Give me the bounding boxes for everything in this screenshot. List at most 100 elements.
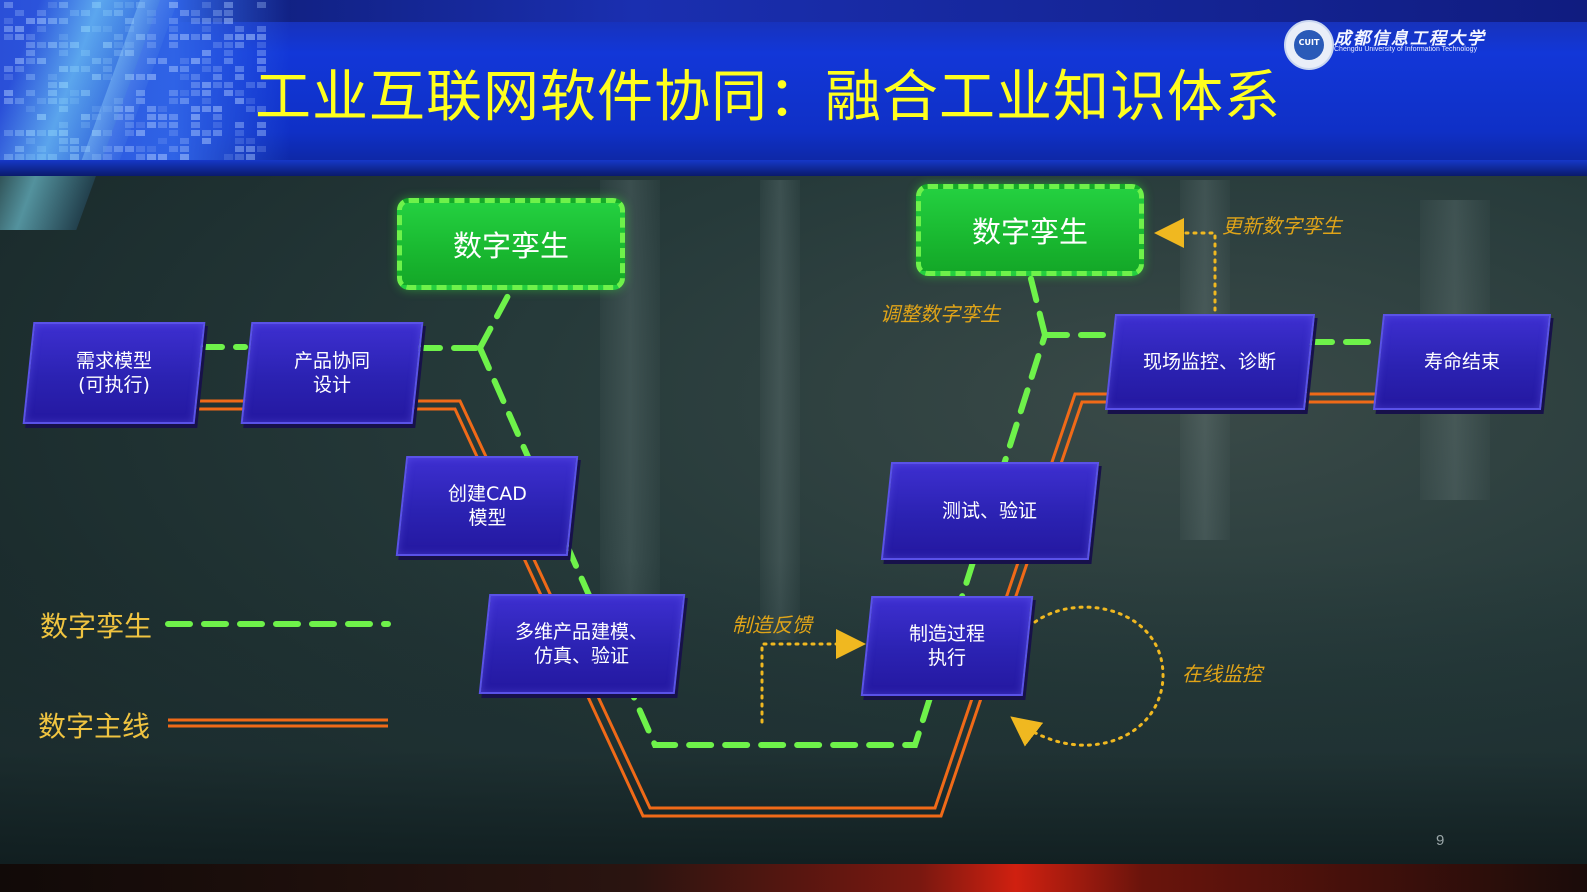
mosaic-cell <box>169 98 178 104</box>
mosaic-cell <box>103 146 112 152</box>
mosaic-cell <box>169 26 178 32</box>
annotation-mfg-feedback: 制造反馈 <box>732 613 812 637</box>
mosaic-cell <box>235 74 244 80</box>
mosaic-cell <box>202 98 211 104</box>
mosaic-cell <box>224 82 233 88</box>
page-number: 9 <box>1436 832 1445 849</box>
mosaic-cell <box>180 34 189 40</box>
header-bottom-strip <box>0 160 1587 176</box>
mosaic-cell <box>202 82 211 88</box>
mosaic-cell <box>147 58 156 64</box>
node-label: 多维产品建模、 仿真、验证 <box>515 621 649 667</box>
mosaic-cell <box>125 114 134 120</box>
mosaic-cell <box>213 82 222 88</box>
mosaic-cell <box>125 146 134 152</box>
mosaic-cell <box>224 2 233 8</box>
mosaic-cell <box>15 34 24 40</box>
mosaic-cell <box>136 130 145 136</box>
mosaic-cell <box>246 138 255 144</box>
mosaic-cell <box>136 74 145 80</box>
mosaic-cell <box>257 42 266 48</box>
mosaic-cell <box>180 58 189 64</box>
digital-twin-box-left: 数字孪生 <box>397 198 625 290</box>
mosaic-cell <box>158 122 167 128</box>
mosaic-cell <box>169 122 178 128</box>
school-name-en: Chengdu University of Information Techno… <box>1334 46 1478 53</box>
mosaic-cell <box>191 34 200 40</box>
mosaic-cell <box>136 90 145 96</box>
node-requirements-model: 需求模型 (可执行) <box>22 322 206 424</box>
mosaic-cell <box>147 42 156 48</box>
mosaic-cell <box>158 58 167 64</box>
mosaic-cell <box>235 138 244 144</box>
mosaic-cell <box>202 2 211 8</box>
mosaic-cell <box>191 74 200 80</box>
mosaic-cell <box>235 146 244 152</box>
mosaic-cell <box>191 18 200 24</box>
mosaic-cell <box>147 122 156 128</box>
mosaic-cell <box>136 98 145 104</box>
mosaic-cell <box>224 90 233 96</box>
header-banner: 工业互联网软件协同：融合工业知识体系 CUIT 成都信息工程大学 Chengdu… <box>0 0 1587 230</box>
mosaic-cell <box>224 58 233 64</box>
mosaic-cell <box>180 10 189 16</box>
mosaic-cell <box>4 26 13 32</box>
mosaic-cell <box>4 34 13 40</box>
annotation-update-twin: 更新数字孪生 <box>1222 214 1342 238</box>
mosaic-cell <box>191 122 200 128</box>
mosaic-cell <box>235 154 244 160</box>
mosaic-cell <box>15 26 24 32</box>
mosaic-cell <box>246 34 255 40</box>
logo-seal <box>1294 30 1324 60</box>
mosaic-cell <box>235 90 244 96</box>
mosaic-cell <box>202 66 211 72</box>
mosaic-cell <box>213 10 222 16</box>
mosaic-cell <box>136 154 145 160</box>
mosaic-cell <box>191 130 200 136</box>
mosaic-cell <box>257 2 266 8</box>
annotation-adjust-twin: 调整数字孪生 <box>880 302 1000 326</box>
university-logo: CUIT <box>1284 20 1334 70</box>
mosaic-cell <box>4 74 13 80</box>
node-end-of-life: 寿命结束 <box>1372 314 1552 410</box>
node-label: 产品协同 设计 <box>293 350 370 396</box>
legend-digital-thread-label: 数字主线 <box>38 710 151 743</box>
annotation-online-monitor: 在线监控 <box>1182 662 1262 686</box>
mosaic-cell <box>169 42 178 48</box>
node-manufacturing-execution: 制造过程 执行 <box>860 596 1034 696</box>
mosaic-cell <box>224 34 233 40</box>
digital-twin-label: 数字孪生 <box>971 215 1088 249</box>
mosaic-cell <box>125 106 134 112</box>
mosaic-cell <box>202 50 211 56</box>
mosaic-cell <box>180 138 189 144</box>
mosaic-cell <box>257 34 266 40</box>
mosaic-cell <box>158 138 167 144</box>
mosaic-cell <box>213 122 222 128</box>
mosaic-cell <box>213 130 222 136</box>
mosaic-cell <box>147 34 156 40</box>
mosaic-cell <box>114 146 123 152</box>
mosaic-cell <box>235 130 244 136</box>
mosaic-cell <box>125 122 134 128</box>
mosaic-cell <box>202 34 211 40</box>
mosaic-cell <box>257 130 266 136</box>
mosaic-cell <box>147 154 156 160</box>
mosaic-cell <box>191 90 200 96</box>
node-label: 测试、验证 <box>942 500 1038 522</box>
mosaic-cell <box>191 114 200 120</box>
mosaic-cell <box>224 42 233 48</box>
online-monitor-arrow <box>1010 605 1165 747</box>
mosaic-cell <box>180 66 189 72</box>
mosaic-cell <box>158 106 167 112</box>
mosaic-cell <box>180 98 189 104</box>
mosaic-cell <box>246 82 255 88</box>
node-label: 现场监控、诊断 <box>1143 351 1277 373</box>
mosaic-cell <box>169 146 178 152</box>
mosaic-cell <box>169 34 178 40</box>
mosaic-cell <box>202 106 211 112</box>
mosaic-cell <box>158 114 167 120</box>
mosaic-cell <box>202 138 211 144</box>
digital-thread-line <box>195 392 1378 818</box>
mosaic-cell <box>103 154 112 160</box>
mosaic-cell <box>213 114 222 120</box>
